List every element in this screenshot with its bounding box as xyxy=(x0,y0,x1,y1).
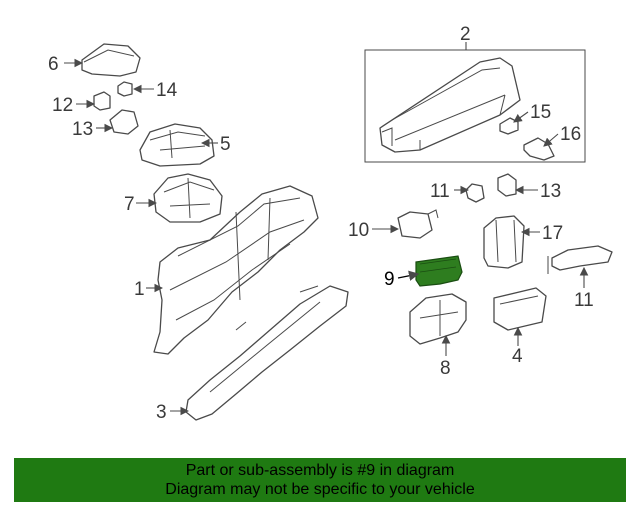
part-6-cover[interactable] xyxy=(81,43,141,77)
callout-17: 16 xyxy=(560,124,581,145)
part-5-bracket[interactable] xyxy=(139,123,215,167)
callout-13-right: 13 xyxy=(540,181,561,202)
callout-18: 17 xyxy=(542,223,563,244)
callout-3: 3 xyxy=(156,402,167,423)
callout-12: 11 xyxy=(430,181,450,202)
part-4-case[interactable] xyxy=(493,287,547,331)
callout-13-left: 12 xyxy=(52,95,73,116)
part-15-clip[interactable] xyxy=(117,81,133,97)
callout-labels: 2 6 14 12 13 5 7 1 3 15 16 11 13 10 17 9… xyxy=(48,24,594,423)
part-12-grommet[interactable] xyxy=(465,183,485,203)
callout-7: 7 xyxy=(124,194,135,215)
part-9-fuse-holder[interactable] xyxy=(415,255,463,287)
part-11-connector[interactable] xyxy=(547,245,613,274)
callout-15: 14 xyxy=(156,80,178,101)
part-7-bracket[interactable] xyxy=(153,173,223,223)
banner-line-disclaimer: Diagram may not be specific to your vehi… xyxy=(165,481,475,498)
part-2-cover[interactable] xyxy=(379,57,521,153)
callout-1: 1 xyxy=(134,279,145,300)
part-13-clip-right[interactable] xyxy=(497,173,517,197)
callout-2: 2 xyxy=(460,24,471,45)
part-10-relay[interactable] xyxy=(397,209,439,239)
callout-5: 5 xyxy=(220,134,231,155)
part-8-bracket[interactable] xyxy=(409,293,467,345)
part-18-cover[interactable] xyxy=(483,215,525,269)
part-14-bracket[interactable] xyxy=(109,109,139,135)
part-13-clip-left[interactable] xyxy=(93,91,111,111)
callout-10: 10 xyxy=(348,220,369,241)
leader-lines xyxy=(64,58,589,416)
callout-4: 4 xyxy=(512,346,523,367)
callout-11: 11 xyxy=(574,290,594,311)
callout-9: 9 xyxy=(384,269,395,290)
part-1-relay-block[interactable] xyxy=(153,185,319,355)
banner-line-part: Part or sub-assembly is #9 in diagram xyxy=(185,462,455,479)
callout-8: 8 xyxy=(440,358,451,379)
callout-16: 15 xyxy=(530,102,551,123)
part-3-bracket[interactable] xyxy=(185,285,349,421)
parts-diagram: 2 6 14 12 13 5 7 1 3 15 16 11 13 10 17 9… xyxy=(48,24,613,423)
part-2-box xyxy=(364,42,586,163)
callout-6: 6 xyxy=(48,54,59,75)
callout-14: 13 xyxy=(72,119,93,140)
info-banner: Part or sub-assembly is #9 in diagram Di… xyxy=(14,458,626,502)
